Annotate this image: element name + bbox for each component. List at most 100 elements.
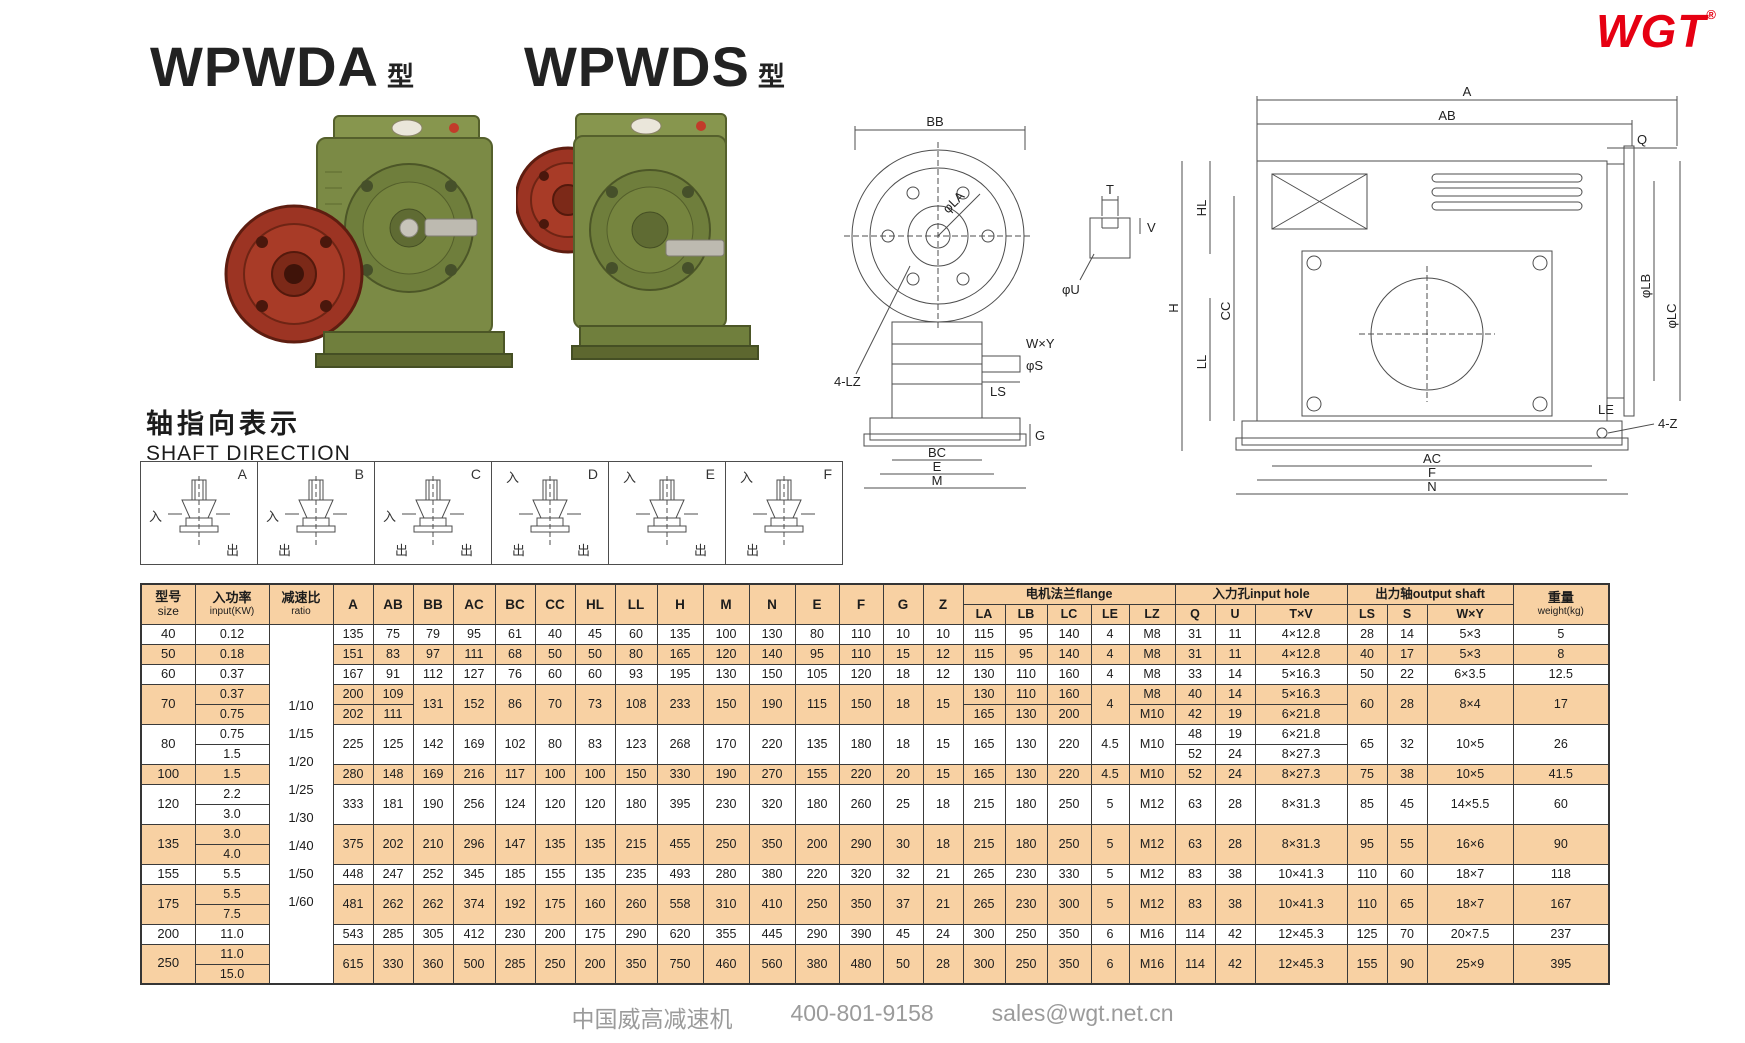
cell-Z: 18: [922, 823, 964, 865]
cell-LB: 110: [1004, 683, 1048, 705]
cell-LA: 130: [962, 683, 1006, 705]
cell-weight: 395: [1512, 943, 1610, 985]
cell-TxV: 8×27.3: [1254, 743, 1348, 765]
size-cell: 40: [140, 623, 196, 645]
cell-BC: 76: [494, 663, 536, 685]
cell-HL: 175: [574, 923, 616, 945]
cell-LZ: M16: [1128, 923, 1176, 945]
cell-LB: 130: [1004, 723, 1048, 765]
cell-BC: 86: [494, 683, 536, 725]
cell-AB: 181: [372, 783, 414, 825]
size-cell: 60: [140, 663, 196, 685]
cell-WxY: 18×7: [1426, 883, 1514, 925]
cell-weight: 12.5: [1512, 663, 1610, 685]
cell-N: 410: [748, 883, 796, 925]
cell-WxY: 25×9: [1426, 943, 1514, 985]
cell-A: 225: [332, 723, 374, 765]
cell-weight: 17: [1512, 683, 1610, 725]
cell-LA: 130: [962, 663, 1006, 685]
cell-M: 355: [702, 923, 750, 945]
size-cell: 175: [140, 883, 196, 925]
cell-HL: 160: [574, 883, 616, 925]
cell-BB: 131: [412, 683, 454, 725]
cell-AC: 111: [452, 643, 496, 665]
cell-WxY: 8×4: [1426, 683, 1514, 725]
cell-HL: 135: [574, 863, 616, 885]
cell-LZ: M10: [1128, 763, 1176, 785]
cell-N: 320: [748, 783, 796, 825]
cell-N: 270: [748, 763, 796, 785]
cell-LA: 215: [962, 823, 1006, 865]
cell-G: 37: [882, 883, 924, 925]
cell-Q: 83: [1174, 883, 1216, 925]
cell-LA: 165: [962, 763, 1006, 785]
title-wpwda-suffix: 型: [386, 62, 414, 92]
dim-cc: CC: [1218, 302, 1233, 321]
cell-TxV: 12×45.3: [1254, 943, 1348, 985]
cell-LB: 180: [1004, 783, 1048, 825]
dim-4z: 4-Z: [1658, 416, 1678, 431]
cell-Q: 63: [1174, 783, 1216, 825]
cell-LL: 290: [614, 923, 658, 945]
cell-TxV: 4×12.8: [1254, 623, 1348, 645]
cell-Q: 63: [1174, 823, 1216, 865]
shaft-direction-cell-E: E 入出: [609, 462, 726, 564]
registered-mark: ®: [1706, 7, 1717, 22]
col-header-LC: LC: [1046, 603, 1092, 625]
cell-CC: 100: [534, 763, 576, 785]
dim-v: V: [1147, 220, 1156, 235]
cell-LB: 95: [1004, 643, 1048, 665]
cell-G: 50: [882, 943, 924, 985]
col-header-BB: BB: [412, 583, 454, 625]
power-cell: 3.0: [194, 823, 270, 845]
col-header-BC: BC: [494, 583, 536, 625]
cell-LZ: M10: [1128, 723, 1176, 765]
cell-BB: 142: [412, 723, 454, 765]
cell-N: 560: [748, 943, 796, 985]
col-header-LE: LE: [1090, 603, 1130, 625]
cell-weight: 8: [1512, 643, 1610, 665]
ratio-value: 1/30: [288, 809, 314, 825]
power-cell: 0.37: [194, 683, 270, 705]
output-shaft-label: 出: [459, 543, 473, 558]
power-cell: 0.75: [194, 723, 270, 745]
cell-Q: 31: [1174, 623, 1216, 645]
cell-Z: 28: [922, 943, 964, 985]
col-header-LB: LB: [1004, 603, 1048, 625]
cell-TxV: 8×27.3: [1254, 763, 1348, 785]
cell-BB: 360: [412, 943, 454, 985]
cell-S: 60: [1386, 863, 1428, 885]
cell-U: 42: [1214, 943, 1256, 985]
cell-Z: 12: [922, 663, 964, 685]
cell-LL: 150: [614, 763, 658, 785]
cell-S: 32: [1386, 723, 1428, 765]
cell-WxY: 10×5: [1426, 763, 1514, 785]
cell-S: 70: [1386, 923, 1428, 945]
dim-m: M: [932, 473, 943, 488]
cell-CC: 155: [534, 863, 576, 885]
title-wpwds-suffix: 型: [757, 62, 785, 92]
cell-AB: 109: [372, 683, 414, 705]
ratio-value: 1/50: [288, 865, 314, 881]
cell-U: 28: [1214, 823, 1256, 865]
cell-E: 155: [794, 763, 840, 785]
shaft-direction-cell-C: C 入出出: [375, 462, 492, 564]
cell-BC: 285: [494, 943, 536, 985]
cell-LE: 5: [1090, 783, 1130, 825]
power-cell: 0.18: [194, 643, 270, 665]
cell-LS: 110: [1346, 883, 1388, 925]
col-header-AC: AC: [452, 583, 496, 625]
output-shaft-label: 出: [278, 543, 292, 558]
output-shaft-label: 出: [576, 543, 590, 558]
cell-weight: 60: [1512, 783, 1610, 825]
col-header-G: G: [882, 583, 924, 625]
size-cell: 120: [140, 783, 196, 825]
cell-U: 11: [1214, 643, 1256, 665]
cell-AB: 125: [372, 723, 414, 765]
cell-weight: 26: [1512, 723, 1610, 765]
